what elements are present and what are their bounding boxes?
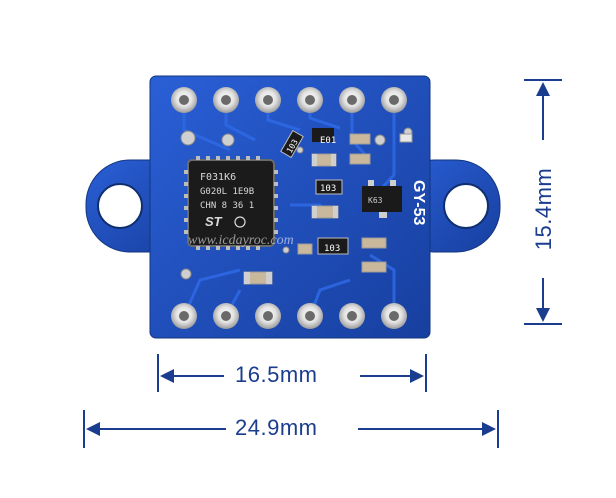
arrow-left-icon bbox=[86, 422, 100, 436]
smd-components: E01 103 103 K63 103 bbox=[243, 128, 413, 285]
dimension-label-inner-width: 16.5mm bbox=[235, 362, 318, 387]
silk-e01: E01 bbox=[320, 136, 336, 146]
dimension-outer-width bbox=[83, 410, 499, 448]
pcb-board bbox=[85, 75, 501, 339]
chip-line-2: G020L 1E9B bbox=[200, 187, 254, 197]
silk-model-label: GY-53 bbox=[410, 180, 427, 225]
dimension-inner-width bbox=[157, 354, 427, 392]
chip-line-3: CHN 8 36 1 bbox=[200, 201, 254, 211]
silk-k63: K63 bbox=[368, 196, 383, 205]
chip-line-1: F031K6 bbox=[200, 172, 236, 183]
arrow-right-icon bbox=[410, 369, 424, 383]
header-pins-bottom bbox=[171, 303, 407, 329]
mcu-chip: F031K6 G020L 1E9B CHN 8 36 1 ST bbox=[184, 156, 278, 250]
dimension-height bbox=[524, 79, 562, 325]
dimension-label-outer-width: 24.9mm bbox=[235, 415, 318, 440]
arrow-right-icon bbox=[482, 422, 496, 436]
silk-103-low: 103 bbox=[324, 244, 340, 254]
dimension-label-height: 15.4mm bbox=[531, 159, 556, 259]
mounting-hole-right bbox=[443, 183, 489, 229]
header-pins-top bbox=[171, 87, 407, 113]
vias bbox=[180, 127, 413, 280]
arrow-left-icon bbox=[160, 369, 174, 383]
st-logo-icon: ST bbox=[205, 214, 223, 229]
arrow-down-icon bbox=[536, 308, 550, 322]
silk-103-mid: 103 bbox=[320, 184, 336, 194]
watermark: www.icdayroc.com bbox=[188, 233, 294, 248]
mounting-hole-left bbox=[97, 183, 143, 229]
arrow-up-icon bbox=[536, 82, 550, 96]
